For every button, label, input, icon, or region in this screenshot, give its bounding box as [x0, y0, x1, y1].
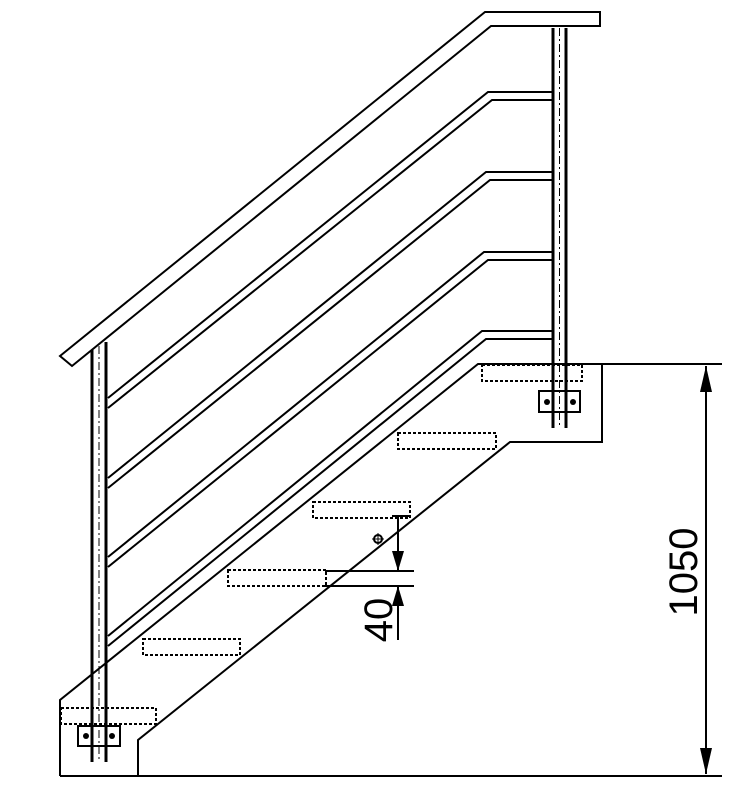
bolt-icon [544, 399, 550, 405]
arrow-up-icon [700, 366, 712, 392]
right-post [538, 28, 581, 428]
bolt-icon [109, 733, 115, 739]
reference-mark-icon [372, 533, 384, 545]
left-post [77, 342, 121, 762]
dimension-offset-label: 40 [357, 598, 401, 643]
right-base-plate [538, 390, 581, 413]
arrow-up-icon [392, 586, 404, 606]
stair-stringer [59, 363, 722, 777]
left-base-plate [77, 725, 121, 747]
handrail [58, 11, 601, 368]
dimension-height-label: 1050 [662, 528, 706, 617]
bolt-icon [570, 399, 576, 405]
hidden-treads [60, 364, 583, 725]
intermediate-rails [107, 91, 552, 647]
bolt-icon [83, 733, 89, 739]
arrow-down-icon [392, 551, 404, 571]
dimension-offset: 40 [325, 515, 414, 643]
arrow-down-icon [700, 748, 712, 774]
dimension-height: 1050 [602, 363, 722, 774]
